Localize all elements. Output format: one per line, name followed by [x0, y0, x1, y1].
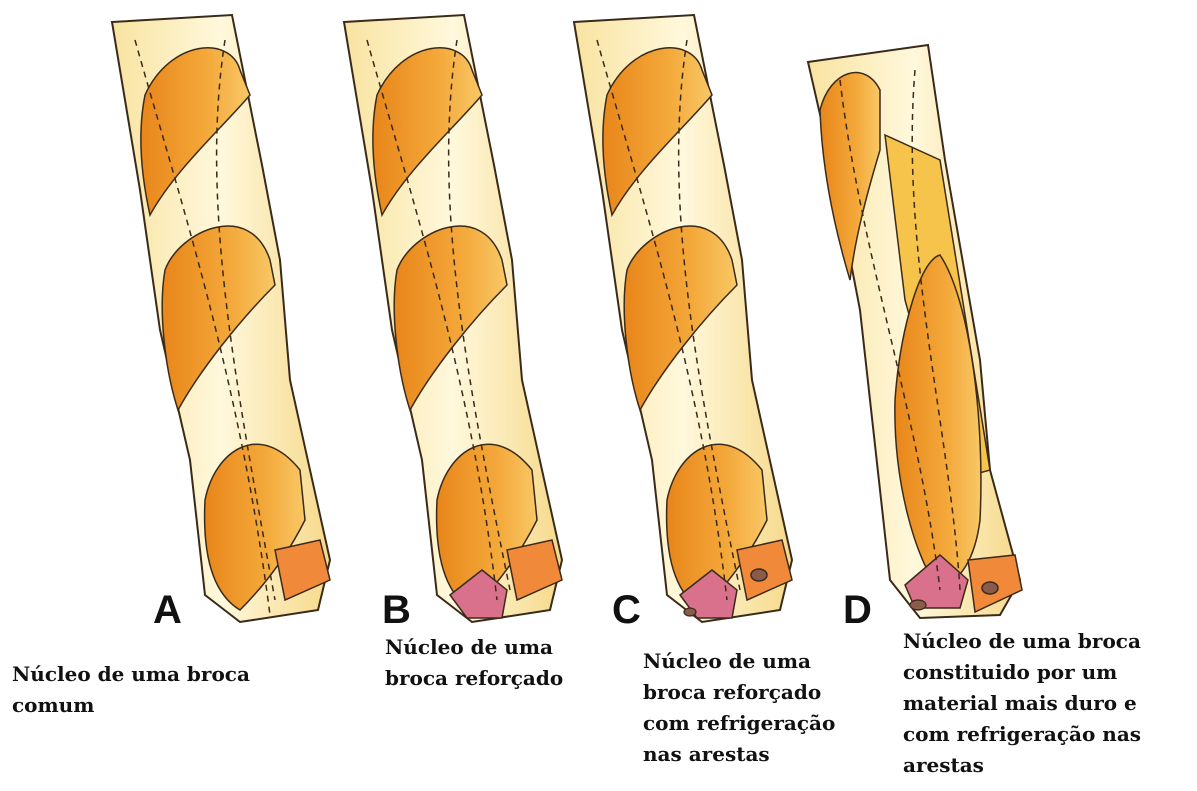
drill-c-coolant-hole	[751, 569, 767, 581]
drill-caption-d: Núcleo de uma broca constituido por um m…	[903, 626, 1141, 781]
drill-b	[344, 15, 562, 622]
drill-d-coolant-hole	[982, 582, 998, 594]
drill-c-coolant-hole-2	[684, 608, 696, 616]
drill-c	[574, 15, 792, 622]
drill-d	[808, 45, 1022, 618]
drill-label-c: C	[612, 590, 641, 630]
drill-caption-a: Núcleo de uma broca comum	[12, 659, 250, 721]
drill-caption-b: Núcleo de uma broca reforçado	[385, 632, 563, 694]
drill-d-coolant-hole-2	[910, 600, 926, 610]
drill-label-d: D	[843, 590, 872, 630]
drill-label-b: B	[382, 590, 411, 630]
drill-label-a: A	[153, 590, 182, 630]
drill-caption-c: Núcleo de uma broca reforçado com refrig…	[643, 646, 835, 770]
drill-a	[112, 15, 330, 622]
